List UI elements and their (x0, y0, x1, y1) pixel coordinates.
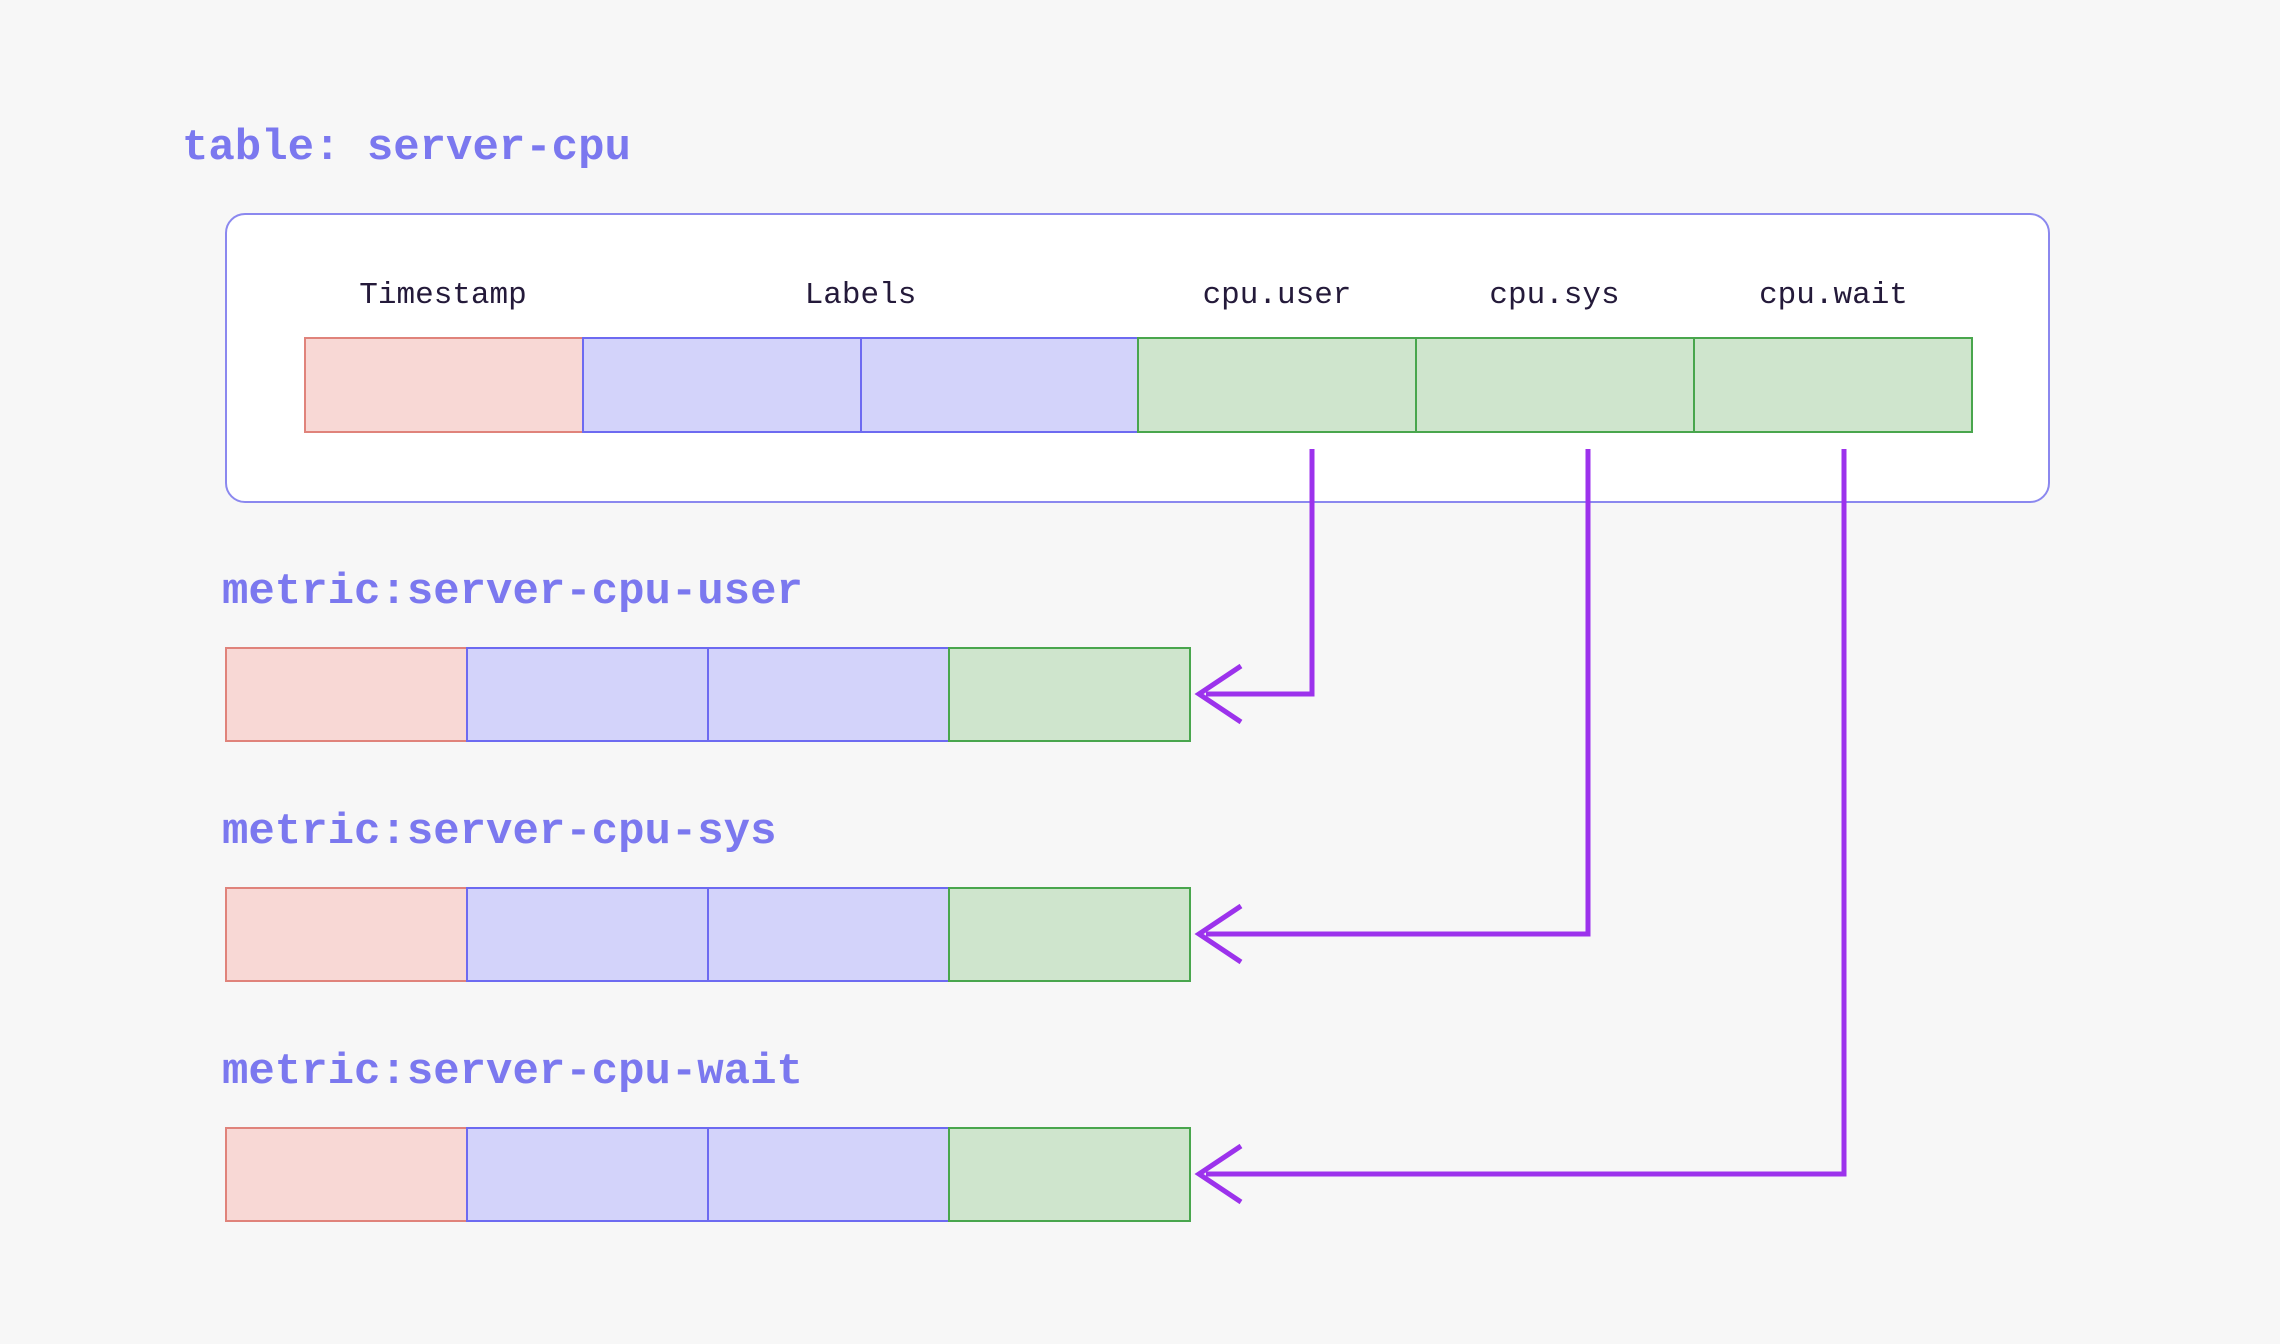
metric-sys-timestamp-cell (225, 887, 468, 982)
metric-title-wait: metric:server-cpu-wait (222, 1047, 803, 1097)
metric-row-user (225, 647, 1191, 742)
metric-title-user: metric:server-cpu-user (222, 567, 803, 617)
table-cpu-sys-cell (1415, 337, 1696, 433)
metric-user-labels-cell-1 (466, 647, 709, 742)
metric-row-sys (225, 887, 1191, 982)
column-header-labels: Labels (804, 278, 917, 313)
metric-sys-labels-cell-2 (707, 887, 950, 982)
table-title: table: server-cpu (182, 123, 631, 173)
metric-wait-labels-cell-2 (707, 1127, 950, 1222)
column-header-cpu-user: cpu.user (1202, 278, 1352, 313)
column-header-cpu-sys: cpu.sys (1489, 278, 1620, 313)
table-labels-cell-1 (581, 337, 862, 433)
arrow-cpu-user-head-icon (1194, 663, 1243, 725)
column-header-timestamp: Timestamp (359, 278, 527, 313)
arrow-cpu-wait-head-icon (1194, 1143, 1243, 1205)
arrow-cpu-sys-head-icon (1194, 903, 1243, 965)
metric-user-timestamp-cell (225, 647, 468, 742)
metric-wait-labels-cell-1 (466, 1127, 709, 1222)
metric-user-value-cell (948, 647, 1191, 742)
table-row-cells (304, 337, 1973, 433)
column-header-cpu-wait: cpu.wait (1759, 278, 1908, 313)
arrow-cpu-wait-connector (1206, 449, 1847, 1177)
metric-wait-value-cell (948, 1127, 1191, 1222)
table-cpu-wait-cell (1693, 337, 1973, 433)
metric-wait-timestamp-cell (225, 1127, 468, 1222)
metric-sys-value-cell (948, 887, 1191, 982)
table-labels-cell-2 (859, 337, 1140, 433)
metric-title-sys: metric:server-cpu-sys (222, 807, 777, 857)
table-timestamp-cell (304, 337, 584, 433)
table-cpu-user-cell (1137, 337, 1418, 433)
metric-user-labels-cell-2 (707, 647, 950, 742)
metric-row-wait (225, 1127, 1191, 1222)
arrow-cpu-sys-connector (1206, 449, 1591, 937)
metric-sys-labels-cell-1 (466, 887, 709, 982)
